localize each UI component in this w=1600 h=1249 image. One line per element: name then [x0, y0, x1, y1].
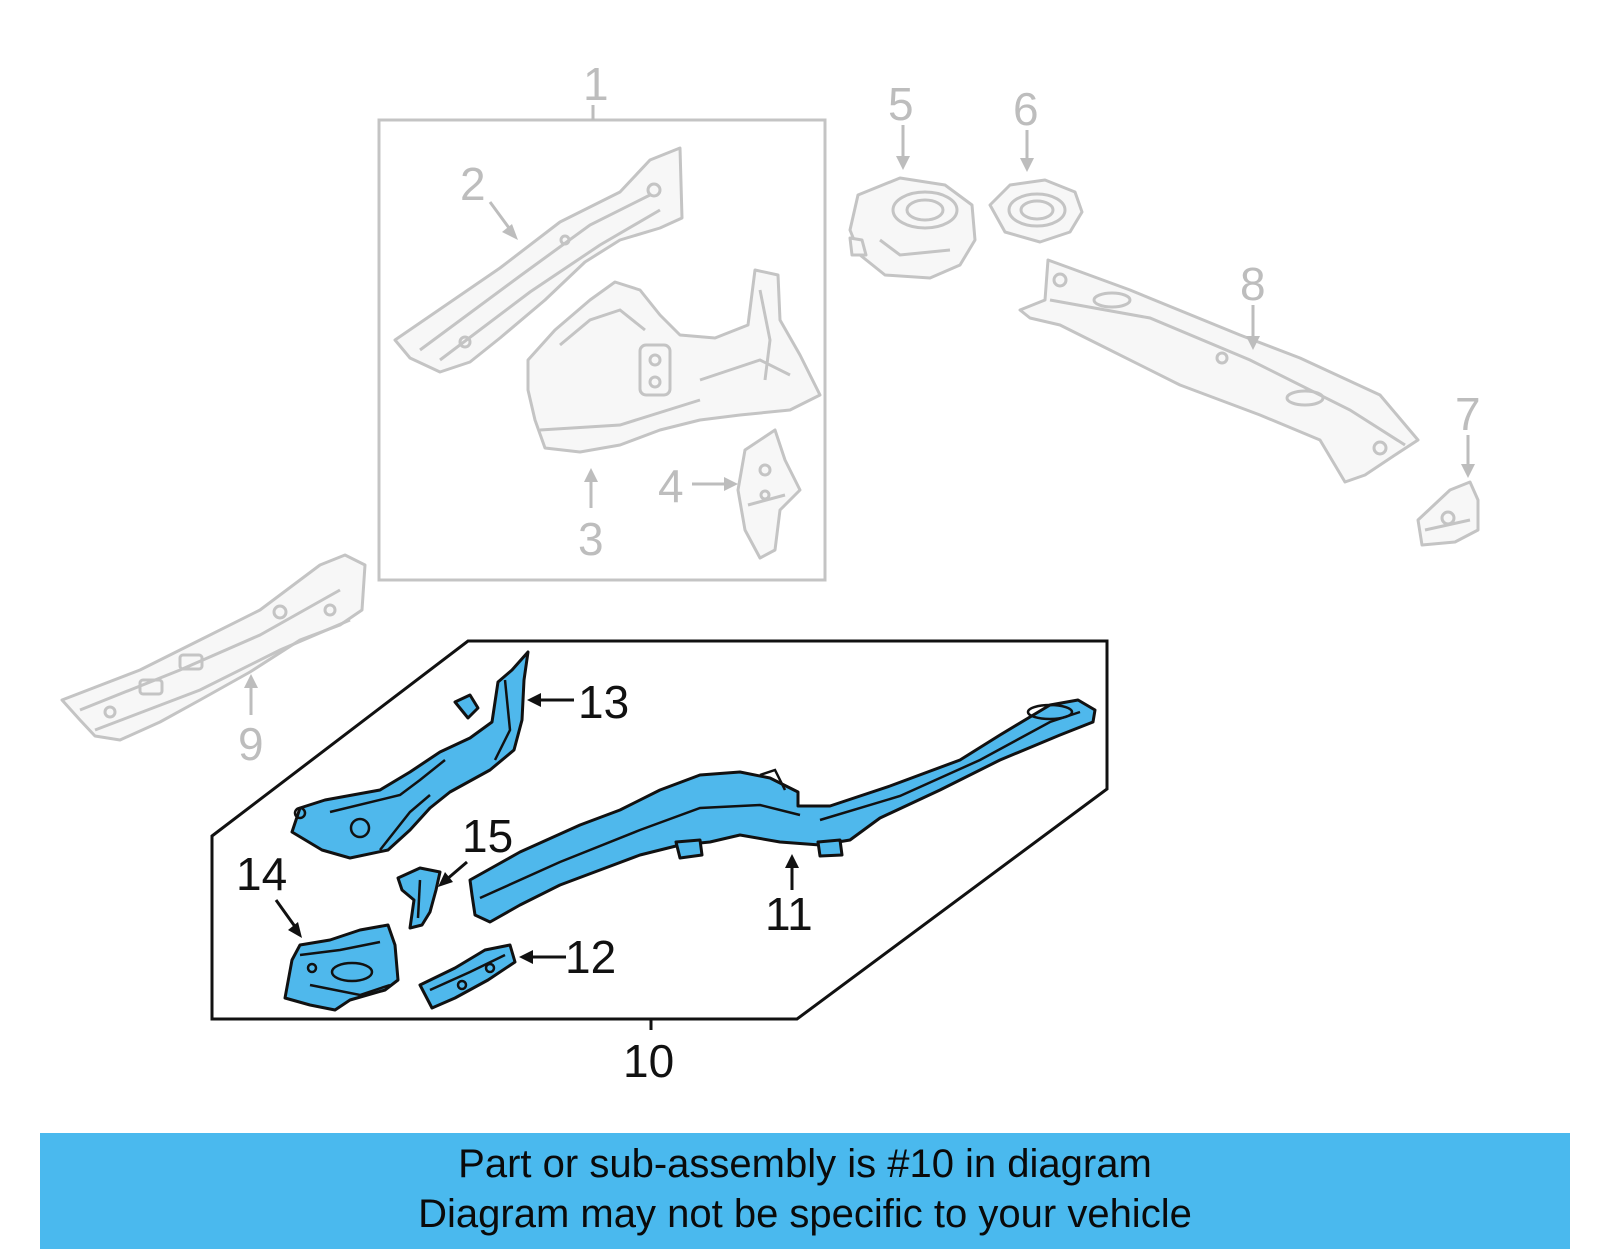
callout-3: 3 [578, 513, 604, 565]
callout-4: 4 [658, 460, 684, 512]
arrow-12 [519, 950, 533, 964]
arrow-11 [785, 854, 799, 868]
part-12-reinforcement [418, 943, 517, 1010]
group-1-box [377, 118, 827, 582]
arrow-9 [244, 674, 258, 688]
info-banner: Part or sub-assembly is #10 in diagram D… [40, 1133, 1570, 1249]
callout-11: 11 [765, 888, 813, 940]
callout-1: 1 [583, 58, 609, 110]
callout-2: 2 [460, 158, 486, 210]
arrow-15 [438, 872, 453, 887]
arrow-3 [584, 468, 598, 482]
part-8-cowl-panel [1018, 258, 1420, 484]
arrow-5 [896, 156, 910, 170]
callout-9: 9 [238, 718, 264, 770]
part-14-mount-bracket [283, 923, 400, 1012]
callout-12: 12 [565, 931, 616, 983]
banner-line-2: Diagram may not be specific to your vehi… [418, 1192, 1192, 1236]
arrow-6 [1020, 158, 1034, 172]
callout-6: 6 [1013, 83, 1039, 135]
banner-line-1: Part or sub-assembly is #10 in diagram [458, 1142, 1152, 1186]
callout-10: 10 [623, 1035, 674, 1087]
arrow-8 [1246, 336, 1260, 350]
part-7-small-bracket [1416, 480, 1480, 547]
arrow-2 [502, 224, 518, 240]
callout-13: 13 [578, 676, 629, 728]
arrow-13 [527, 693, 541, 707]
part-4-bracket [736, 428, 802, 560]
callout-5: 5 [888, 78, 914, 130]
arrow-4 [724, 477, 738, 491]
callout-7: 7 [1455, 388, 1481, 440]
part-15-bracket [396, 866, 442, 930]
part-5-strut-mount [848, 176, 977, 280]
part-3-wheelhouse [526, 268, 822, 454]
part-13-rail-extension [290, 650, 530, 860]
arrow-14 [288, 922, 302, 938]
callout-15: 15 [462, 810, 513, 862]
callout-14: 14 [236, 848, 287, 900]
group-10-box [210, 639, 1109, 1021]
part-11-frame-rail [468, 698, 1097, 924]
part-6-seal [988, 178, 1084, 244]
part-9-frame-rail [60, 553, 367, 742]
part-2-upper-rail [393, 146, 684, 374]
callout-8: 8 [1240, 258, 1266, 310]
arrow-7 [1461, 464, 1475, 478]
